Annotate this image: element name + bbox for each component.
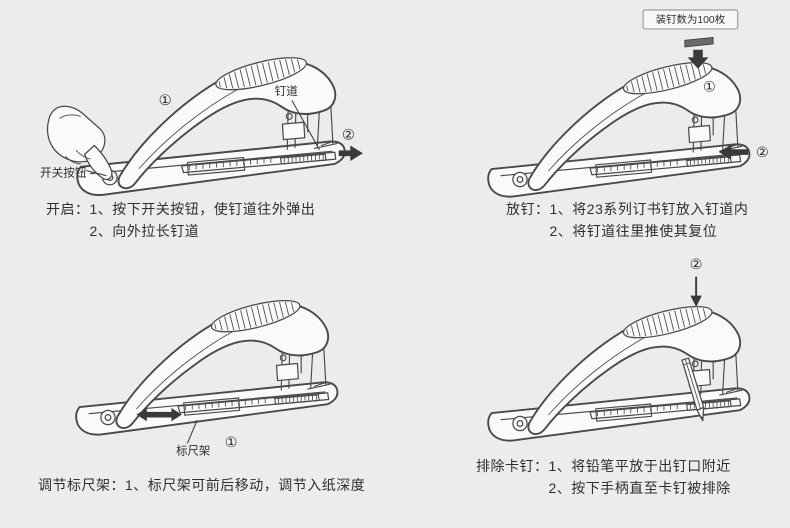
stapler-drawing xyxy=(76,292,337,434)
caption-open: 开启： 1、按下开关按钮，使钉道往外弹出 2、向外拉长钉道 xyxy=(46,198,315,242)
staple-strip xyxy=(684,37,714,48)
caption-jam-step-2: 2、按下手柄直至卡钉被排除 xyxy=(548,480,731,496)
caption-open-step-2: 2、向外拉长钉道 xyxy=(89,223,200,239)
step-2-marker: ② xyxy=(756,145,769,161)
step-1-marker: ① xyxy=(159,93,172,109)
capacity-callout: 装钉数为100枚 xyxy=(642,9,739,30)
caption-load-step-2: 2、将钉道往里推使其复位 xyxy=(549,223,718,239)
capacity-label: 装钉数为100枚 xyxy=(656,13,726,26)
caption-ruler-title: 调节标尺架： xyxy=(38,477,125,493)
channel-label: 钉道 xyxy=(275,84,299,98)
ruler-frame-label: 标尺架 xyxy=(176,444,210,457)
caption-jam-title: 排除卡钉： xyxy=(476,458,549,474)
caption-jam: 排除卡钉： 1、将铅笔平放于出钉口附近 2、按下手柄直至卡钉被排除 xyxy=(476,455,731,499)
step-1-marker: ① xyxy=(225,435,238,451)
panel-load-illustration: 装钉数为100枚 ① ② xyxy=(448,9,769,226)
step-1-marker: ① xyxy=(703,79,716,95)
caption-open-title: 开启： xyxy=(46,201,90,217)
pencil-illustration xyxy=(681,357,705,422)
caption-load-step-1: 1、将23系列订书钉放入钉道内 xyxy=(549,201,749,217)
panel-open-illustration: ① 钉道 ② 开关按钮 xyxy=(40,2,363,225)
caption-load-title: 放钉： xyxy=(506,201,550,217)
step-2-marker: ② xyxy=(690,257,703,273)
caption-open-step-1: 1、按下开关按钮，使钉道往外弹出 xyxy=(89,201,316,217)
switch-leader-line xyxy=(86,170,107,177)
stapler-drawing xyxy=(488,298,749,440)
hand-illustration xyxy=(46,105,113,181)
arrow-right-icon xyxy=(338,145,363,162)
double-arrow-icon xyxy=(136,408,182,422)
panel-ruler-illustration: 标尺架 ① xyxy=(36,246,358,457)
step-2-marker: ② xyxy=(342,128,355,144)
caption-ruler: 调节标尺架： 1、标尺架可前后移动，调节入纸深度 xyxy=(38,474,365,496)
caption-jam-step-1: 1、将铅笔平放于出钉口附近 xyxy=(548,458,731,474)
stapler-drawing xyxy=(488,54,749,196)
caption-load: 放钉： 1、将23系列订书钉放入钉道内 2、将钉道往里推使其复位 xyxy=(506,198,748,242)
ruler-leader-line xyxy=(186,419,198,444)
switch-button-label: 开关按钮 xyxy=(40,166,87,180)
arrow-left-icon xyxy=(718,144,749,160)
channel-leader-line xyxy=(291,100,320,150)
panel-jam-illustration: ② xyxy=(448,257,770,470)
arrow-down-icon xyxy=(687,49,709,69)
arrow-down-icon xyxy=(690,276,702,308)
caption-ruler-step-1: 1、标尺架可前后移动，调节入纸深度 xyxy=(125,477,366,493)
